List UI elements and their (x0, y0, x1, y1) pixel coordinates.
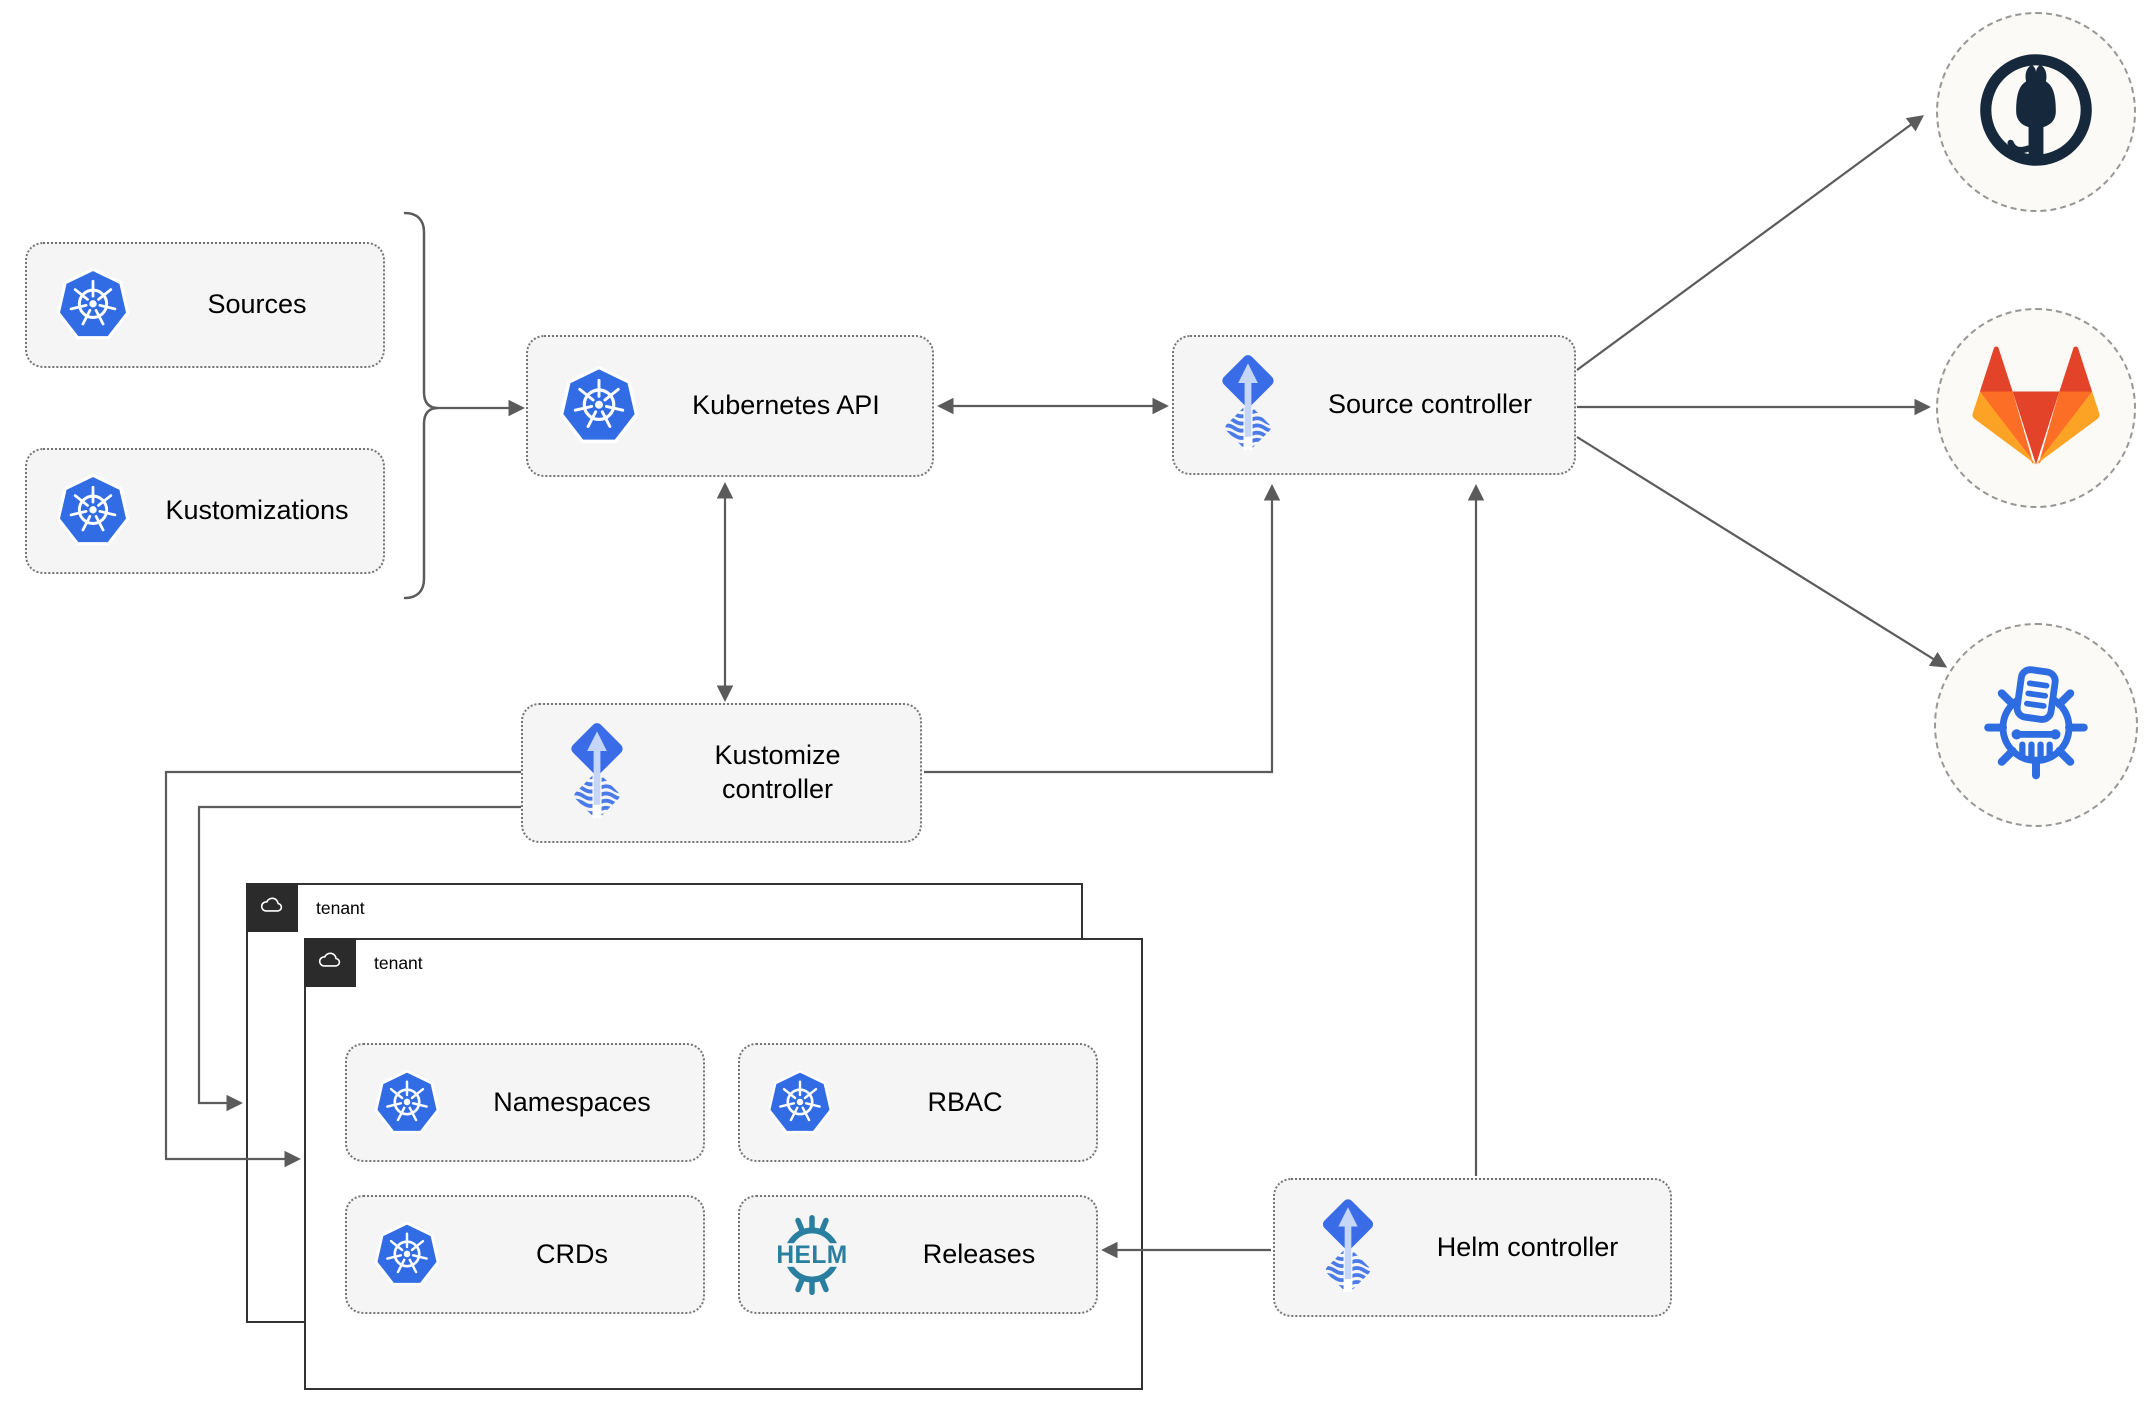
sources-node: Sources (25, 242, 385, 368)
kustomize-controller-label: Kustomize controller (714, 740, 841, 804)
helm-wordmark: HELM (776, 1242, 847, 1269)
helm-controller-label: Helm controller (1436, 1231, 1619, 1262)
tenant-label: tenant (316, 898, 365, 918)
flux-icon (1311, 1196, 1385, 1300)
kubernetes-icon (373, 1069, 441, 1136)
releases-label: Releases (922, 1238, 1036, 1269)
kubernetes-icon (766, 1069, 834, 1136)
kubernetes-api-label: Kubernetes API (692, 390, 880, 421)
releases-node: HELM Releases (738, 1195, 1098, 1314)
chartmuseum-target (1934, 623, 2138, 827)
cloud-icon (316, 951, 344, 975)
tenant-group-inner: tenant (304, 938, 1143, 1390)
rbac-label: RBAC (927, 1086, 1003, 1117)
connector-kustomize-to-source (924, 484, 1281, 774)
kubernetes-icon (373, 1221, 441, 1288)
rbac-node: RBAC (738, 1043, 1098, 1162)
gitlab-target (1936, 308, 2136, 508)
kustomize-controller-node: Kustomize controller (521, 703, 922, 843)
kubernetes-icon (55, 474, 131, 548)
crds-label: CRDs (536, 1238, 608, 1269)
github-target (1936, 12, 2136, 212)
source-controller-label: Source controller (1327, 389, 1533, 420)
sources-label: Sources (207, 289, 307, 320)
kustomizations-label: Kustomizations (165, 495, 349, 526)
kubernetes-icon (558, 366, 640, 446)
kustomizations-node: Kustomizations (25, 448, 385, 574)
kubernetes-api-node: Kubernetes API (526, 335, 934, 477)
chartmuseum-icon (1970, 657, 2102, 794)
namespaces-label: Namespaces (493, 1086, 651, 1117)
helm-controller-node: Helm controller (1273, 1178, 1672, 1317)
kubernetes-icon (55, 268, 131, 342)
flux-icon (559, 720, 635, 826)
gitlab-tanuki-icon (1967, 342, 2105, 474)
source-controller-node: Source controller (1172, 335, 1576, 475)
github-octocat-icon (1974, 48, 2098, 177)
cloud-icon (258, 896, 286, 920)
crds-node: CRDs (345, 1195, 705, 1314)
helm-wheel-icon: HELM (762, 1211, 862, 1299)
brace-sources-kustomizations (403, 211, 439, 600)
connector-source-to-github (1576, 115, 1924, 371)
tenant-tab (246, 883, 298, 932)
flux-icon (1210, 352, 1286, 458)
tenant-label: tenant (374, 953, 423, 973)
tenant-tab (304, 938, 356, 987)
connector-source-to-chartmuseum (1576, 436, 1948, 668)
namespaces-node: Namespaces (345, 1043, 705, 1162)
